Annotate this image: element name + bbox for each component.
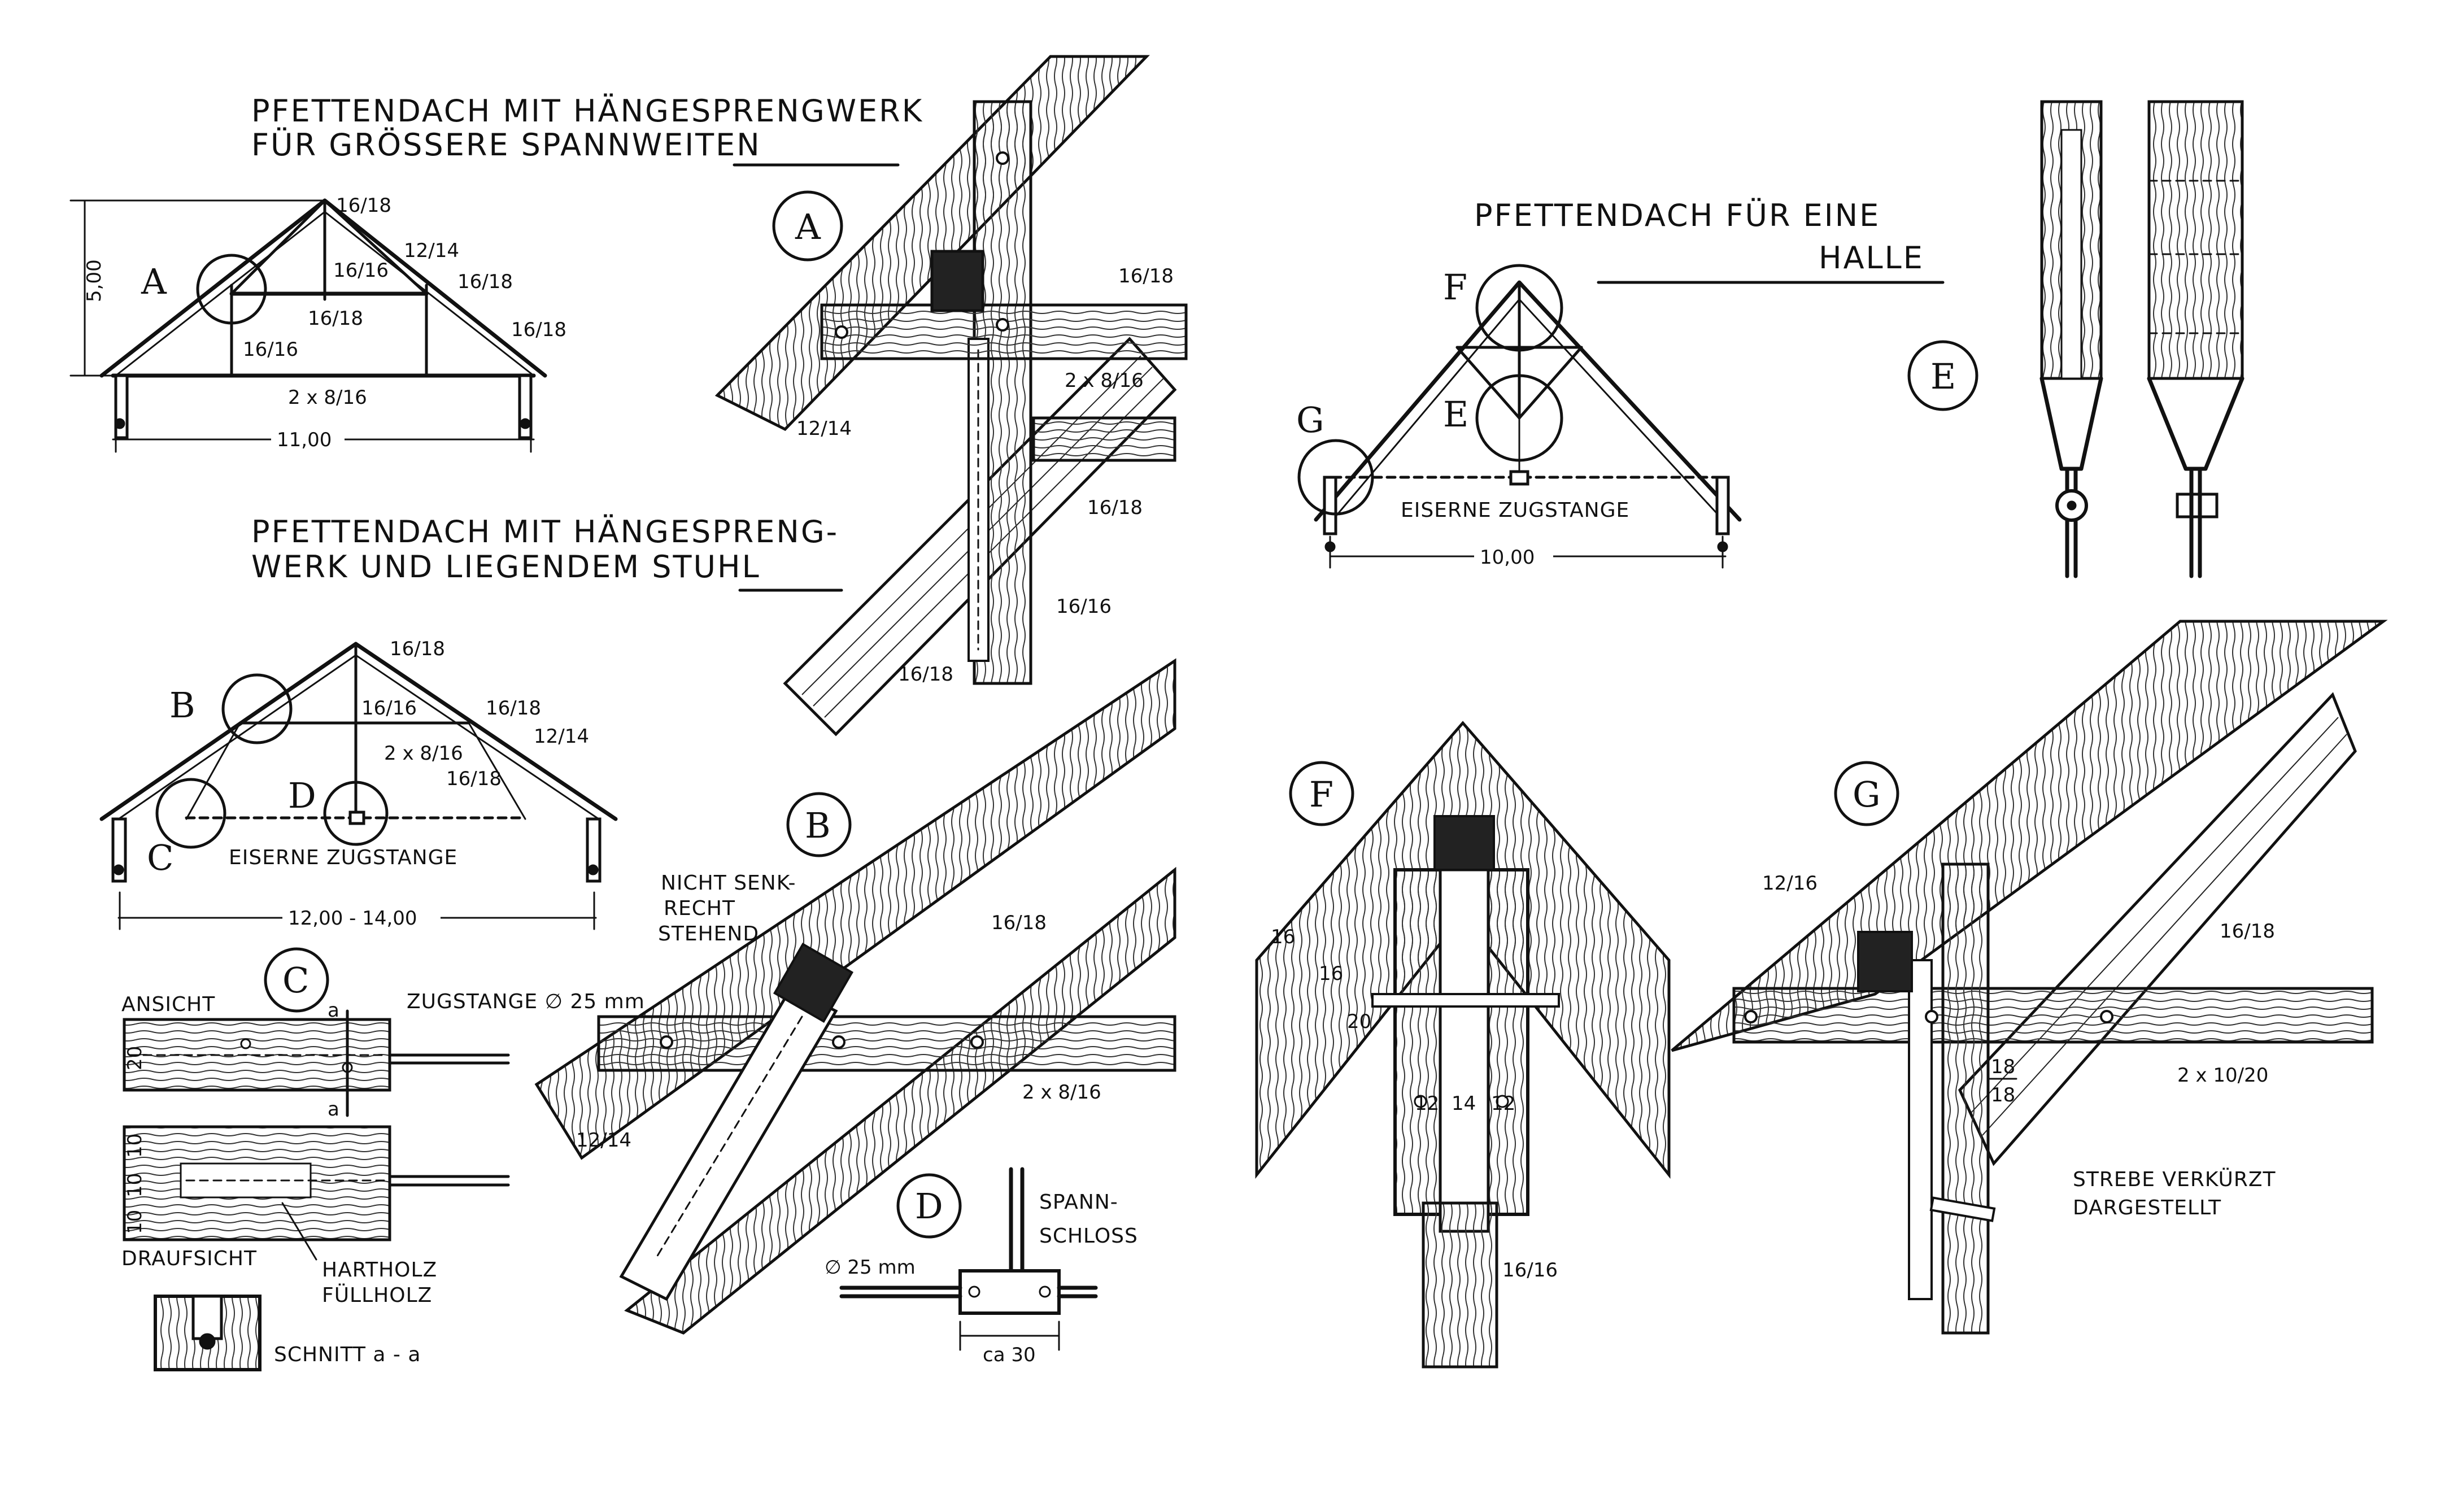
detail-g-label-2: 16/18	[2220, 920, 2275, 943]
detail-c: C ANSICHT a a 20 ZUGSTANGE ∅ 25 mm 10 10…	[121, 947, 645, 1371]
detail-c-draufsicht: DRAUFSICHT	[121, 1247, 257, 1270]
detail-f-label-1: 16	[1271, 926, 1295, 948]
detail-a-label-1: 16/18	[1118, 265, 1174, 287]
title-1-line-1: PFETTENDACH MIT HÄNGESPRENGWERK	[251, 93, 923, 129]
truss-3-detail-g: G	[1296, 399, 1324, 441]
detail-f-label: F	[1309, 774, 1333, 815]
truss-2-rafter-label: 12/14	[534, 725, 589, 748]
detail-g-label-4-top: 18	[1991, 1056, 2015, 1078]
detail-a-label-5: 16/16	[1056, 595, 1112, 618]
truss-2-strut-label: 16/18	[446, 768, 502, 790]
detail-d-title-2: SCHLOSS	[1039, 1225, 1138, 1248]
detail-c-section: SCHNITT a - a	[274, 1343, 421, 1366]
truss-2-hanger-label: 2 x 8/16	[384, 742, 463, 765]
truss-3-detail-f: F	[1443, 267, 1467, 308]
truss-1-strut-label: 16/16	[243, 338, 298, 361]
detail-g-label-4-bottom: 18	[1991, 1084, 2015, 1106]
detail-g-note-2: DARGESTELLT	[2073, 1196, 2221, 1219]
detail-c-height-10-c: 10	[124, 1210, 146, 1234]
detail-d-label: D	[915, 1186, 943, 1227]
detail-b: B NICHT SENK- RECHT STEHEND 16/18 2 x 8/…	[534, 658, 1176, 1335]
detail-g-label-3: 2 x 10/20	[2177, 1064, 2268, 1087]
detail-a-label: A	[795, 206, 821, 247]
detail-f-label-2: 16	[1319, 962, 1343, 985]
detail-g-label-1: 12/16	[1762, 872, 1818, 895]
detail-g-label: G	[1853, 774, 1881, 815]
truss-1-brace-label: 16/18	[457, 271, 513, 293]
title-1-line-2: FÜR GRÖSSERE SPANNWEITEN	[251, 127, 761, 163]
truss-1-height: 5,00	[83, 259, 106, 302]
truss-2-post-label: 16/16	[361, 697, 417, 720]
truss-1-ridge-label: 16/18	[336, 194, 391, 217]
truss-1-span: 11,00	[277, 429, 332, 451]
truss-2-diagram: B C D EISERNE ZUGSTANGE 12,00 - 14,00 16…	[99, 638, 618, 930]
truss-2-detail-c: C	[147, 837, 173, 878]
title-2-line-2: WERK UND LIEGENDEM STUHL	[251, 549, 761, 585]
truss-1-collar-label: 16/18	[308, 307, 363, 330]
detail-c-height-10-a: 10	[124, 1134, 146, 1158]
detail-d-title-1: SPANN-	[1039, 1191, 1118, 1214]
detail-f-label-4: 12	[1415, 1092, 1439, 1115]
detail-a-label-6: 16/18	[898, 663, 953, 686]
detail-f: F 16 16 20 12 14 12 16/16	[1255, 721, 1671, 1369]
detail-e-label: E	[1930, 356, 1956, 397]
truss-2-purlin-label: 16/18	[486, 697, 541, 720]
truss-3-span: 10,00	[1480, 546, 1535, 569]
truss-2-ridge-label: 16/18	[390, 638, 445, 660]
truss-3-rod-label: EISERNE ZUGSTANGE	[1401, 499, 1629, 522]
truss-1-diagram: A 5,00 11,00 16/18 12/14 16/16 16/18 16/…	[69, 194, 566, 453]
truss-1-tie-label: 2 x 8/16	[288, 386, 367, 409]
detail-c-height-10-b: 10	[124, 1173, 146, 1197]
detail-g: G 12/16 16/18 2 x 10/20 18 18 STREBE VER…	[1671, 620, 2388, 1335]
title-truss-2: PFETTENDACH MIT HÄNGESPRENG- WERK UND LI…	[251, 514, 843, 592]
title-2-line-1: PFETTENDACH MIT HÄNGESPRENG-	[251, 514, 839, 550]
detail-c-a-top: a	[328, 999, 339, 1022]
detail-a: A 16/18 2 x 8/16 12/14 16/18 16/16 16/18	[714, 55, 1188, 737]
truss-1-rafter-label: 12/14	[404, 239, 459, 262]
detail-d: D SPANN- SCHLOSS ∅ 25 mm ca 30	[825, 1167, 1138, 1366]
title-3-line-1: PFETTENDACH FÜR EINE	[1474, 198, 1880, 233]
title-truss-1: PFETTENDACH MIT HÄNGESPRENGWERK FÜR GRÖS…	[251, 93, 923, 167]
detail-a-label-4: 16/18	[1087, 496, 1143, 519]
detail-c-a-bottom: a	[328, 1098, 339, 1121]
truss-2-span: 12,00 - 14,00	[288, 907, 417, 930]
detail-c-filler-1: HARTHOLZ	[322, 1258, 437, 1282]
detail-a-label-2: 2 x 8/16	[1065, 369, 1144, 392]
detail-b-label-3: 12/14	[576, 1129, 631, 1152]
detail-b-label-1: 16/18	[991, 912, 1047, 934]
detail-b-label-2: 2 x 8/16	[1022, 1081, 1101, 1104]
truss-3-diagram: F E G EISERNE ZUGSTANGE 10,00	[1296, 264, 1742, 569]
detail-d-rod: ∅ 25 mm	[825, 1256, 916, 1279]
detail-b-note-3: STEHEND	[658, 922, 759, 945]
detail-g-note-1: STREBE VERKÜRZT	[2073, 1167, 2276, 1191]
truss-1-detail-label: A	[141, 261, 167, 302]
detail-b-note-1: NICHT SENK-	[661, 872, 796, 895]
detail-c-ansicht: ANSICHT	[121, 993, 215, 1016]
detail-e: E	[1907, 100, 2244, 578]
truss-2-rod-label: EISERNE ZUGSTANGE	[229, 846, 457, 869]
detail-f-label-7: 16/16	[1502, 1259, 1558, 1282]
truss-2-detail-b: B	[169, 685, 195, 726]
detail-b-note-2: RECHT	[664, 897, 735, 920]
detail-f-label-3: 20	[1347, 1010, 1371, 1033]
title-truss-3: PFETTENDACH FÜR EINE HALLE	[1474, 198, 1945, 284]
detail-c-rod: ZUGSTANGE ∅ 25 mm	[407, 990, 645, 1013]
detail-c-label: C	[282, 960, 309, 1001]
detail-d-width: ca 30	[983, 1344, 1036, 1366]
truss-1-post-label: 16/16	[333, 259, 389, 282]
detail-b-label: B	[805, 805, 831, 846]
detail-a-label-3: 12/14	[796, 417, 852, 440]
truss-1-eave-label: 16/18	[511, 319, 566, 341]
truss-3-detail-e: E	[1443, 394, 1468, 435]
detail-c-filler-2: FÜLLHOLZ	[322, 1283, 432, 1307]
detail-f-label-6: 12	[1491, 1092, 1515, 1115]
detail-f-label-5: 14	[1452, 1092, 1476, 1115]
detail-c-height-20: 20	[124, 1046, 146, 1070]
title-3-line-2: HALLE	[1819, 240, 1924, 276]
truss-2-detail-d: D	[288, 775, 316, 816]
